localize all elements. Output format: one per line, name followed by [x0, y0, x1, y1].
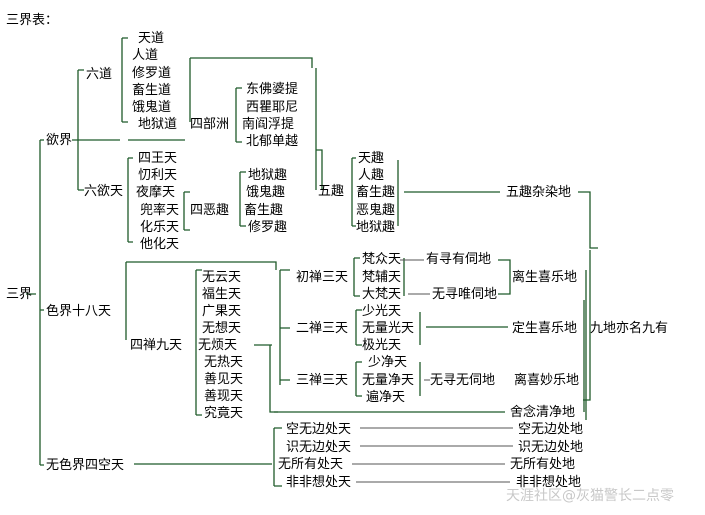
dhyana3-label: 三禅三天 [296, 373, 348, 388]
dhyana4-ground: 舍念清净地 [510, 404, 575, 420]
six-heavens-list: 四王天 忉利天 夜摩天 兜率天 化乐天 他化天 [136, 151, 179, 252]
formless-realm-label: 无色界四空天 [46, 457, 124, 473]
destiny-item: 天趣 [358, 151, 384, 166]
root-label: 三界 [6, 287, 32, 302]
desire-ground-label: 五趣杂染地 [506, 185, 571, 200]
six-path-item: 地狱道 [138, 117, 177, 132]
formless-heavens-list: 空无边处天 识无边处天 无所有处天 非非想处天 [278, 422, 351, 490]
dhyana3-item: 遍净天 [366, 389, 405, 405]
dhyana4-item: 无云天 [202, 270, 241, 285]
destiny-item: 畜生趣 [356, 184, 395, 200]
dhyana1-label: 初禅三天 [296, 270, 348, 285]
formless-ground-item: 非非想处地 [516, 474, 581, 490]
continent-item: 北郁单越 [246, 134, 298, 149]
six-heavens-label: 六欲天 [84, 183, 123, 199]
formless-grounds-list: 空无边处地 识无边处地 无所有处地 非非想处地 [510, 422, 583, 490]
dhyana3-note: 无寻无伺地 [430, 373, 495, 388]
destiny-item: 恶鬼趣 [356, 202, 395, 218]
dhyana1-item: 梵辅天 [362, 270, 401, 285]
six-heaven-item: 四王天 [138, 151, 177, 166]
dhyana2-list: 少光天 无量光天 极光天 [362, 304, 414, 353]
dhyana2-ground: 定生喜乐地 [512, 321, 577, 336]
dhyana1-note1: 有寻有伺地 [426, 252, 491, 267]
evil-item: 饿鬼趣 [246, 184, 285, 200]
five-destinies-label: 五趣 [318, 184, 344, 199]
formless-heaven-item: 无所有处天 [278, 457, 343, 472]
destiny-item: 地狱趣 [356, 220, 395, 235]
formless-ground-item: 无所有处地 [510, 457, 575, 472]
formless-heaven-item: 空无边处天 [286, 422, 351, 437]
dhyana4-item: 善现天 [204, 388, 243, 404]
dhyana2-item: 无量光天 [362, 321, 414, 336]
six-path-item: 饿鬼道 [132, 99, 171, 115]
four-evil-list: 地狱趣 饿鬼趣 畜生趣 修罗趣 [244, 168, 287, 235]
watermark: 天涯社区@灰猫警长二点零 [506, 488, 674, 504]
dhyana1-list: 梵众天 梵辅天 大梵天 [362, 252, 401, 302]
four-continents-label: 四部洲 [190, 117, 229, 132]
continent-item: 南阎浮提 [242, 116, 294, 132]
dhyana4-label: 四禅九天 [130, 338, 182, 353]
dhyana3-ground: 离喜妙乐地 [514, 372, 579, 388]
dhyana4-item: 无想天 [202, 320, 241, 336]
dhyana2-item: 少光天 [362, 304, 401, 319]
dhyana4-item: 无热天 [204, 355, 243, 370]
formless-heaven-item: 识无边处天 [286, 440, 351, 455]
evil-item: 修罗趣 [248, 220, 287, 235]
formless-ground-item: 空无边处地 [518, 422, 583, 437]
dhyana3-item: 少净天 [368, 355, 407, 370]
formless-heaven-item: 非非想处天 [286, 474, 351, 490]
continent-item: 东佛婆提 [246, 81, 298, 97]
formless-ground-item: 识无边处地 [518, 440, 583, 455]
dhyana1-item: 梵众天 [362, 252, 401, 267]
diagram-title: 三界表： [6, 13, 58, 28]
four-evil-label: 四恶趣 [190, 203, 229, 218]
dhyana2-label: 二禅三天 [296, 321, 348, 336]
six-path-item: 畜生道 [132, 82, 171, 98]
evil-item: 地狱趣 [248, 168, 287, 183]
dhyana3-list: 少净天 无量净天 遍净天 [362, 355, 414, 405]
dhyana2-item: 极光天 [362, 338, 401, 353]
destiny-item: 人趣 [358, 168, 384, 183]
dhyana4-item: 广果天 [202, 304, 241, 319]
six-path-item: 人道 [132, 48, 158, 63]
six-heaven-item: 他化天 [140, 237, 179, 252]
six-heaven-item: 化乐天 [140, 220, 179, 235]
six-path-item: 天道 [138, 31, 164, 46]
form-realm-label: 色界十八天 [46, 303, 111, 319]
dhyana1-note2: 无寻唯伺地 [432, 287, 497, 302]
evil-item: 畜生趣 [244, 202, 283, 218]
continent-item: 西瞿耶尼 [246, 100, 298, 115]
dhyana1-ground: 离生喜乐地 [512, 269, 577, 285]
connector-lines [26, 37, 598, 487]
five-destinies-list: 天趣 人趣 畜生趣 恶鬼趣 地狱趣 [356, 151, 395, 235]
six-paths-list: 天道 人道 修罗道 畜生道 饿鬼道 地狱道 [132, 31, 177, 132]
nine-grounds-label: 九地亦名九有 [590, 320, 668, 336]
leader-lines [352, 259, 513, 483]
six-heaven-item: 忉利天 [138, 168, 177, 183]
dhyana1-item: 大梵天 [362, 287, 401, 302]
six-paths-label: 六道 [86, 67, 112, 82]
dhyana3-item: 无量净天 [362, 373, 414, 388]
four-continents-list: 东佛婆提 西瞿耶尼 南阎浮提 北郁单越 [242, 81, 298, 149]
dhyana4-item: 善见天 [204, 371, 243, 387]
six-heaven-item: 兜率天 [140, 202, 179, 218]
dhyana4-item: 福生天 [202, 287, 241, 302]
six-path-item: 修罗道 [132, 66, 171, 81]
desire-realm-label: 欲界 [46, 132, 72, 148]
six-heaven-item: 夜摩天 [136, 184, 175, 200]
dhyana4-list: 无云天 福生天 广果天 无想天 无烦天 无热天 善见天 善现天 究竟天 [198, 270, 243, 421]
dhyana4-item: 无烦天 [198, 338, 237, 353]
dhyana4-item: 究竟天 [204, 406, 243, 421]
